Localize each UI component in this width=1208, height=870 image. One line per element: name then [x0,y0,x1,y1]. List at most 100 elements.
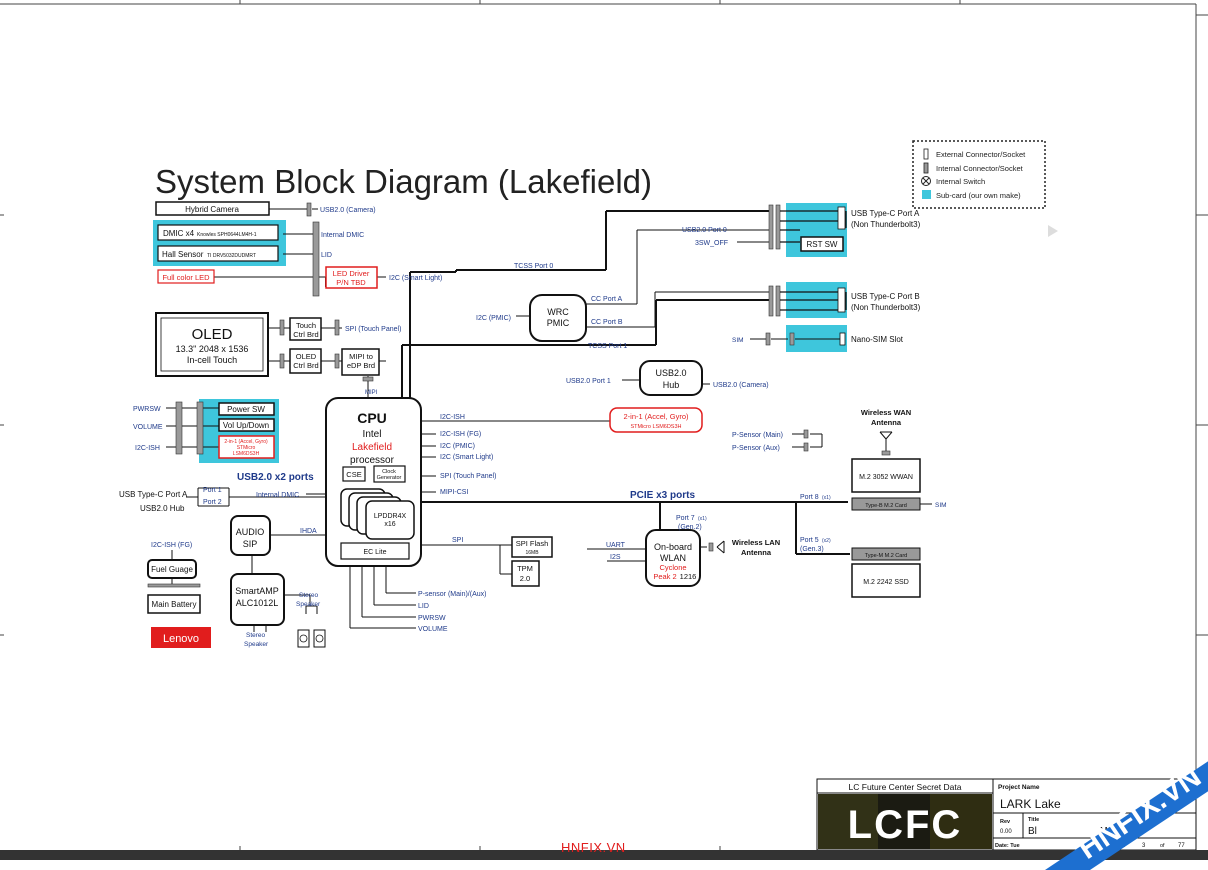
accel-small-box [218,435,275,459]
title-end: AM [1098,826,1113,837]
label-port-8-width: (x1) [822,495,831,501]
power-sw-label: Power SW [227,405,265,414]
cpu-title: CPU [357,410,387,426]
label-wireless-lan: Wireless LAN [732,538,780,547]
label-psensor-main: P-Sensor (Main) [732,432,783,439]
label-port-7-width: (x1) [698,516,707,522]
boxes [147,201,921,648]
accel-part: STMicro LSM6DS3H [630,424,681,430]
ssd-box [851,563,921,598]
typec-b-jack [837,287,846,313]
full-color-led-box [157,269,215,284]
of-value: 77 [1178,843,1185,849]
oled-ctrl-box [289,348,322,374]
hall-sensor-box [157,245,279,262]
oled-title: OLED [192,326,233,343]
external-connector-icon [923,148,929,160]
wrc-pmic-label-2: PMIC [547,318,570,328]
label-usb2-camera-hub: USB2.0 (Camera) [713,382,769,389]
of-label: of [1160,843,1165,849]
oled-ctrl-label-2: Ctrl Brd [293,361,318,370]
usb-hub-box [639,360,703,396]
title-label: Title [1028,817,1039,823]
audio-sip-box [230,515,271,556]
label-ec-volume: VOLUME [418,626,448,633]
wlan-box [645,529,701,587]
connectors [147,202,891,588]
tpm-box [511,560,540,587]
label-i2s: I2S [610,554,621,561]
wlan-antenna-icon [716,540,725,554]
label-psensor-aux: P-Sensor (Aux) [732,445,780,452]
label-stereo-speaker: Stereo [246,632,266,639]
power-sw-box [218,402,275,416]
wlan-chip-2: Peak 2 [653,572,676,581]
scroll-arrow-icon[interactable] [1048,225,1058,237]
label-cpu-i2c-ish: I2C-ISH [440,414,465,421]
project-name: LARK Lake [1000,797,1061,811]
lenovo-logo-text: Lenovo [163,633,199,645]
label-tcss-port-0: TCSS Port 0 [514,263,553,270]
label-cpu-i2c-pmic: I2C (PMIC) [440,443,475,450]
label-internal-dmic: Internal DMIC [321,232,364,239]
label-sw-off: 3SW_OFF [695,240,728,247]
ec-lite-label: EC Lite [364,549,387,556]
label-wireless-lan-antenna: Antenna [741,548,772,557]
rst-sw-label: RST SW [807,240,838,249]
label-cpu-i2c-ish-fg: I2C-ISH (FG) [440,431,481,438]
cse-label: CSE [346,470,361,479]
vol-updown-box [218,418,275,432]
accel-box [609,407,703,433]
lpddr-label: LPDDR4X [374,513,407,520]
usb-hub-label-2: Hub [663,380,680,390]
smartamp-label: SmartAMP [235,586,279,596]
hall-sensor-label: Hall Sensor [162,250,204,259]
touch-ctrl-box [289,317,322,341]
sheet-label: Sheet [1110,843,1125,849]
accel-small-part: LSM6DS3H [233,451,260,457]
label-port-7: Port 7 [676,515,695,522]
spi-flash-label: SPI Flash [516,539,549,548]
label-stereo-speaker-2: Speaker [244,641,269,648]
wrc-pmic-label: WRC [547,307,569,317]
tpm-version: 2.0 [520,574,530,583]
led-driver-pn: P/N TBD [336,278,366,287]
label-volume: VOLUME [133,424,163,431]
label-port-1: Port 1 [203,487,222,494]
main-battery-label: Main Battery [152,600,197,609]
spi-flash-box [511,536,553,558]
label-i2c-pmic: I2C (PMIC) [476,315,511,322]
smartamp-part: ALC1012L [236,598,279,608]
label-port-5-width: (x2) [822,538,831,544]
led-driver-box [325,266,378,289]
label-ec-lid: LID [418,603,429,610]
ec-lite-box [340,542,410,560]
speaker-left [297,629,310,648]
mipi-edp-label: MIPI to [349,352,373,361]
label-port-8: Port 8 [800,494,819,501]
spi-flash-size: 16MB [525,550,539,556]
rev-value: 0.00 [1000,829,1012,835]
legend-item: Internal Connector/Socket [936,164,1024,173]
label-stereo-speaker-b-2: Speaker [296,601,321,608]
touch-ctrl-label: Touch [296,321,316,330]
audio-sip-label-2: SIP [243,539,258,549]
project-name-label: Project Name [998,784,1040,791]
label-spi-touch-panel: SPI (Touch Panel) [345,326,401,333]
clock-gen-label: Clock [382,469,396,475]
label-sim: SIM [732,337,744,344]
label-pcie-x3: PCIE x3 ports [630,490,695,501]
label-pwrsw: PWRSW [133,406,161,413]
sim-jack [839,332,846,346]
hybrid-camera-box [155,201,270,216]
subcard-lines [780,210,847,311]
label-port-5-gen: (Gen.3) [800,546,824,553]
dmic-part: Knowles SPH0644LM4H-1 [197,232,257,238]
label-usb2-hub-left: USB2.0 Hub [140,504,185,513]
full-color-led-label: Full color LED [162,273,210,282]
wrc-pmic-box [529,294,587,342]
label-usb2-camera: USB2.0 (Camera) [320,207,376,214]
label-typec-port-a: USB Type-C Port A [851,209,920,218]
dmic-label: DMIC x4 [163,229,195,238]
